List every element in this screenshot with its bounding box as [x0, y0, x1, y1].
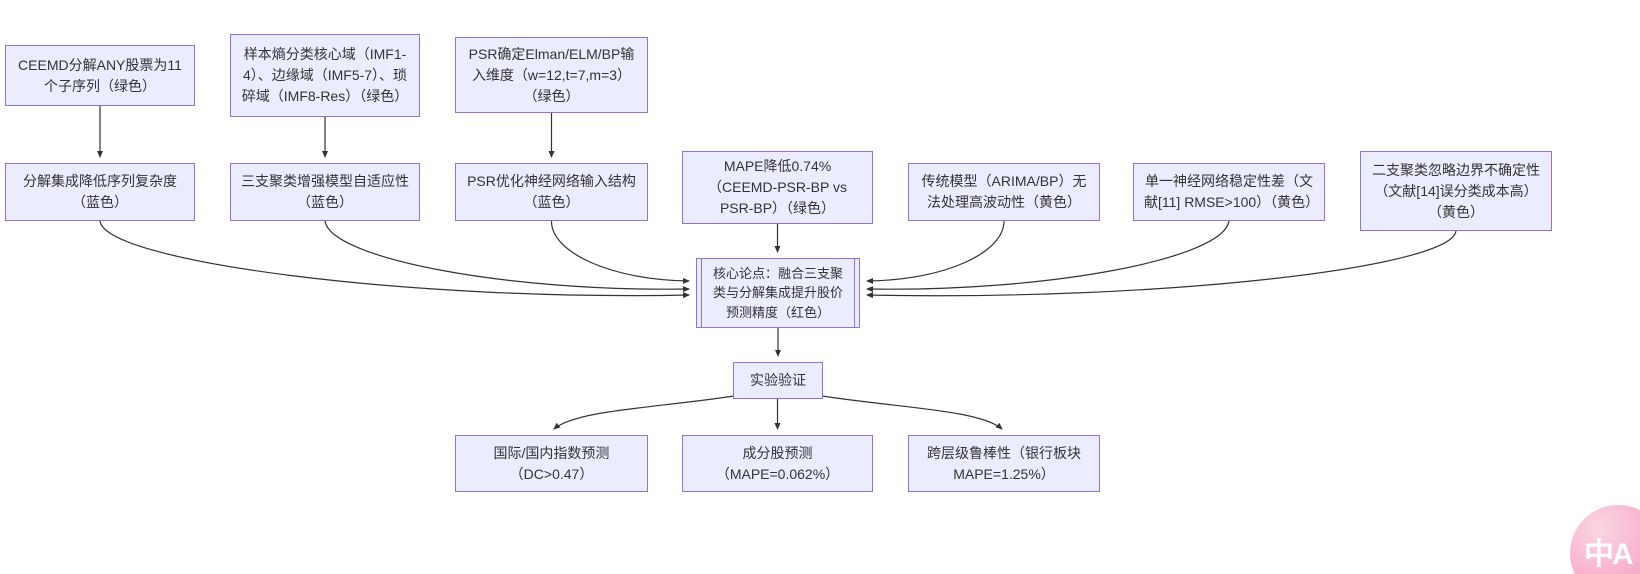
edge-decomp-core [99, 220, 690, 299]
node-experimental-validation-label: 实验验证 [750, 372, 806, 388]
node-traditional-model-limitation: 传统模型（ARIMA/BP）无法处理高波动性（黄色） [908, 163, 1100, 221]
node-index-prediction: 国际/国内指数预测（DC>0.47） [455, 435, 648, 492]
translate-icon: 中A [1584, 538, 1634, 571]
node-two-way-clustering-limitation-label: 二支聚类忽略边界不确定性（文献[14]误分类成本高）（黄色） [1372, 161, 1540, 220]
node-sample-entropy-classification: 样本熵分类核心域（IMF1-4）、边缘域（IMF5-7）、琐碎域（IMF8-Re… [230, 34, 420, 117]
node-core-thesis: 核心论点：融合三支聚类与分解集成提升股价预测精度（红色） [696, 258, 860, 328]
edge-threeway-core [324, 220, 690, 293]
node-constituent-stock-prediction: 成分股预测（MAPE=0.062%） [682, 435, 873, 492]
node-psr-input-dimension: PSR确定Elman/ELM/BP输入维度（w=12,t=7,m=3）（绿色） [455, 37, 648, 113]
node-mape-reduction: MAPE降低0.74%（CEEMD-PSR-BP vs PSR-BP）（绿色） [682, 151, 873, 224]
edge-psropt-core [550, 220, 690, 284]
translate-badge-button[interactable]: 中A [1570, 505, 1640, 574]
edge-exp-index [553, 395, 735, 430]
node-three-way-clustering-adaptivity-label: 三支聚类增强模型自适应性（蓝色） [241, 173, 409, 210]
node-psr-optimizes-input-structure-label: PSR优化神经网络输入结构（蓝色） [467, 173, 636, 210]
node-psr-input-dimension-label: PSR确定Elman/ELM/BP输入维度（w=12,t=7,m=3）（绿色） [468, 45, 635, 104]
node-traditional-model-limitation-label: 传统模型（ARIMA/BP）无法处理高波动性（黄色） [921, 173, 1087, 210]
node-psr-optimizes-input-structure: PSR优化神经网络输入结构（蓝色） [455, 163, 648, 221]
node-ceemd-decomposition-label: CEEMD分解ANY股票为11个子序列（绿色） [18, 56, 182, 94]
node-experimental-validation: 实验验证 [733, 362, 823, 399]
node-mape-reduction-label: MAPE降低0.74%（CEEMD-PSR-BP vs PSR-BP）（绿色） [708, 158, 847, 216]
node-constituent-stock-prediction-label: 成分股预测（MAPE=0.062%） [715, 444, 840, 482]
edge-exp-robust [821, 395, 1003, 430]
node-three-way-clustering-adaptivity: 三支聚类增强模型自适应性（蓝色） [230, 163, 420, 221]
node-two-way-clustering-limitation: 二支聚类忽略边界不确定性（文献[14]误分类成本高）（黄色） [1360, 151, 1552, 231]
node-ceemd-decomposition: CEEMD分解ANY股票为11个子序列（绿色） [5, 45, 195, 106]
edge-singlenn-core [866, 220, 1230, 293]
node-decomposition-reduces-complexity-label: 分解集成降低序列复杂度（蓝色） [23, 173, 177, 210]
edge-trad-core [866, 220, 1005, 284]
node-index-prediction-label: 国际/国内指数预测（DC>0.47） [493, 444, 610, 482]
node-single-nn-instability: 单一神经网络稳定性差（文献[11] RMSE>100）（黄色） [1133, 163, 1325, 221]
node-cross-level-robustness: 跨层级鲁棒性（银行板块MAPE=1.25%） [908, 435, 1100, 492]
node-cross-level-robustness-label: 跨层级鲁棒性（银行板块MAPE=1.25%） [927, 444, 1081, 482]
node-single-nn-instability-label: 单一神经网络稳定性差（文献[11] RMSE>100）（黄色） [1144, 173, 1320, 210]
node-core-thesis-label: 核心论点：融合三支聚类与分解集成提升股价预测精度（红色） [712, 265, 843, 320]
edge-twoway-core [866, 230, 1457, 299]
node-sample-entropy-classification-label: 样本熵分类核心域（IMF1-4）、边缘域（IMF5-7）、琐碎域（IMF8-Re… [241, 46, 409, 104]
node-decomposition-reduces-complexity: 分解集成降低序列复杂度（蓝色） [5, 163, 195, 221]
